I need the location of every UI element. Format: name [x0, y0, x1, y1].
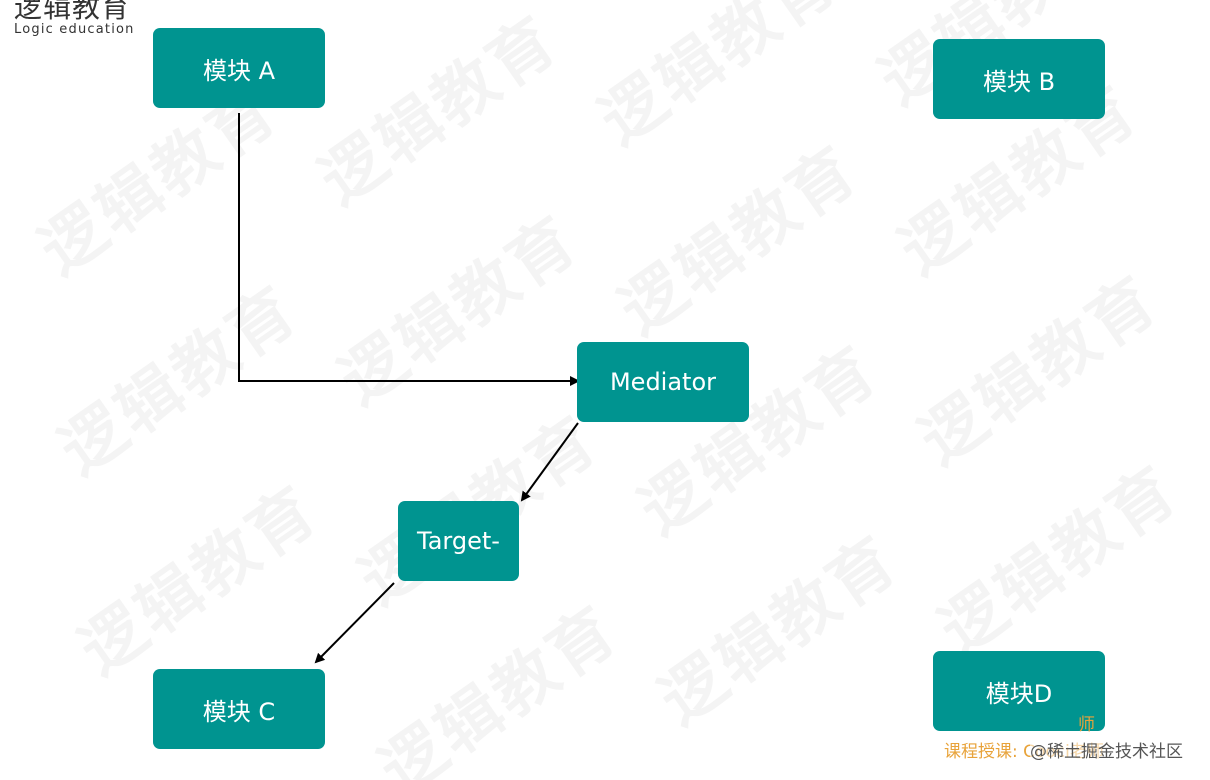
node-target-label: Target- [417, 527, 500, 555]
node-module-d-label: 模块D [985, 679, 1053, 708]
logo: 逻辑教育 Logic education [14, 0, 135, 37]
node-module-c-label: 模块 C [202, 697, 276, 726]
node-module-d: 模块D [933, 651, 1105, 731]
edge-module-a-to-mediator [238, 113, 580, 386]
node-module-b: 模块 B [933, 39, 1105, 119]
node-module-a: 模块 A [153, 28, 325, 108]
credit-teacher: 师 [1078, 715, 1095, 735]
node-mediator-label: Mediator [609, 368, 717, 396]
node-module-c: 模块 C [153, 669, 325, 749]
node-module-b-label: 模块 B [982, 67, 1056, 96]
credit-community: @稀土掘金技术社区 [1030, 737, 1183, 762]
edge-target-to-module-c [314, 582, 395, 664]
edge-mediator-to-target [520, 422, 579, 502]
node-target: Target- [398, 501, 519, 581]
node-mediator: Mediator [577, 342, 749, 422]
logo-subtitle: Logic education [14, 22, 135, 37]
logo-title: 逻辑教育 [14, 0, 131, 24]
node-module-a-label: 模块 A [202, 56, 276, 85]
